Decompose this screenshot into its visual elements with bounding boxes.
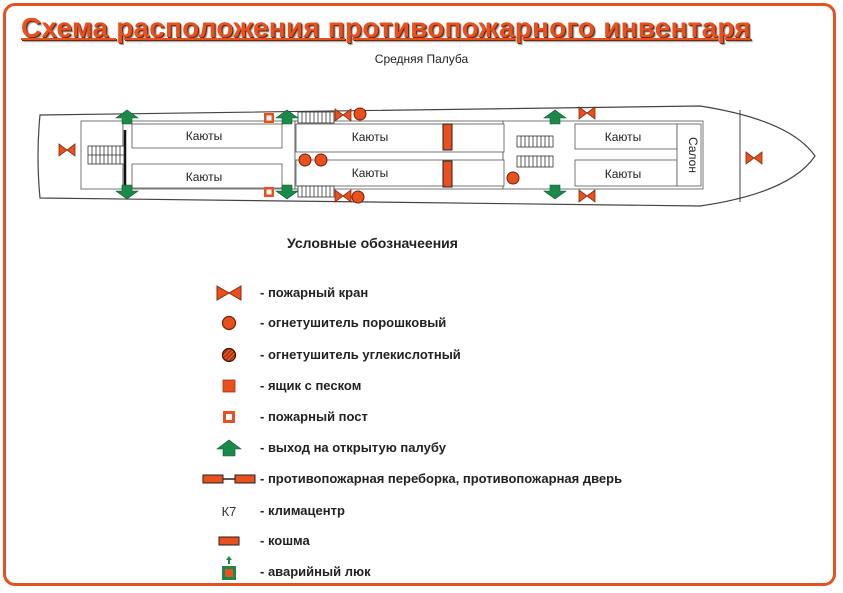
extinguisher-5: [506, 171, 520, 185]
stairs-mid-top: [297, 111, 335, 124]
fire-partition-icon: [202, 474, 256, 484]
legend-label: - выход на открытую палубу: [260, 440, 446, 455]
exit-arrow-icon: [216, 439, 242, 457]
co2-extinguisher-icon: [221, 347, 237, 363]
cabin-label-5: Каюты: [605, 130, 642, 144]
legend-item-exit: - выход на открытую палубу: [200, 437, 760, 459]
legend-label: - пожарный пост: [260, 409, 368, 424]
stairs-fore-2: [516, 155, 554, 168]
fire-post-2: [264, 187, 274, 197]
extinguisher-2: [298, 153, 312, 167]
page-title: Схема расположения противопожарного инве…: [21, 12, 751, 43]
legend-item-hydrant: - пожарный кран: [200, 282, 760, 304]
cabin-block-3: [295, 123, 505, 153]
legend-label: - противопожарная переборка, противопожа…: [260, 471, 623, 486]
legend-title: Условные обозначеения: [287, 235, 458, 251]
stairs-fore-1: [516, 135, 554, 148]
legend-label: - огнетушитель углекислотный: [260, 347, 461, 362]
cabin-label-2: Каюты: [186, 170, 223, 184]
cabin-block-1: [131, 123, 283, 149]
powder-extinguisher-icon: [221, 315, 237, 331]
cabin-label-4: Каюты: [352, 166, 389, 180]
deck-label: Средняя Палуба: [374, 52, 469, 66]
outer-frame: [3, 3, 836, 586]
legend-label: - кошма: [260, 533, 310, 548]
cabin-label-3: Каюты: [352, 130, 389, 144]
fire-post-1: [264, 113, 274, 123]
stairs-stern: [87, 145, 125, 165]
legend-label: - огнетушитель порошковый: [260, 315, 447, 330]
fire-blanket-icon: [218, 536, 240, 546]
legend-item-powder-extinguisher: - огнетушитель порошковый: [200, 312, 760, 334]
cabin-label-1: Каюты: [186, 129, 223, 143]
legend-label: - аварийный люк: [260, 564, 371, 579]
fire-post-icon: [223, 411, 235, 423]
cabin-block-5: [574, 123, 678, 150]
fire-hydrant-icon: [216, 285, 242, 301]
legend-item-co2-extinguisher: - огнетушитель углекислотный: [200, 344, 760, 366]
k7-symbol: К7: [221, 503, 237, 519]
cabin-block-4: [295, 159, 505, 187]
extinguisher-3: [314, 153, 328, 167]
legend-item-emergency-hatch: - аварийный люк: [200, 556, 760, 580]
legend-item-k7: К7 - климацентр: [200, 500, 760, 522]
extinguisher-4: [351, 190, 365, 204]
legend-label: - климацентр: [260, 503, 345, 518]
sand-box-icon: [222, 379, 236, 393]
salon-label: Салон: [686, 137, 700, 173]
cabin-block-2: [131, 163, 283, 189]
fire-partition-2: [442, 160, 453, 188]
salon-room: [676, 123, 702, 187]
legend-item-fire-blanket: - кошма: [200, 530, 760, 552]
emergency-hatch-icon: [222, 556, 236, 580]
legend-item-fire-post: - пожарный пост: [200, 406, 760, 428]
fire-partition-1: [442, 123, 453, 151]
legend-item-fire-partition: - противопожарная переборка, противопожа…: [200, 468, 760, 490]
legend-label: - пожарный кран: [260, 285, 369, 300]
cabin-label-6: Каюты: [605, 167, 642, 181]
stairs-mid-bottom: [297, 185, 335, 198]
legend-label: - ящик с песком: [260, 378, 362, 393]
legend-item-sand-box: - ящик с песком: [200, 375, 760, 397]
extinguisher-1: [353, 107, 367, 121]
